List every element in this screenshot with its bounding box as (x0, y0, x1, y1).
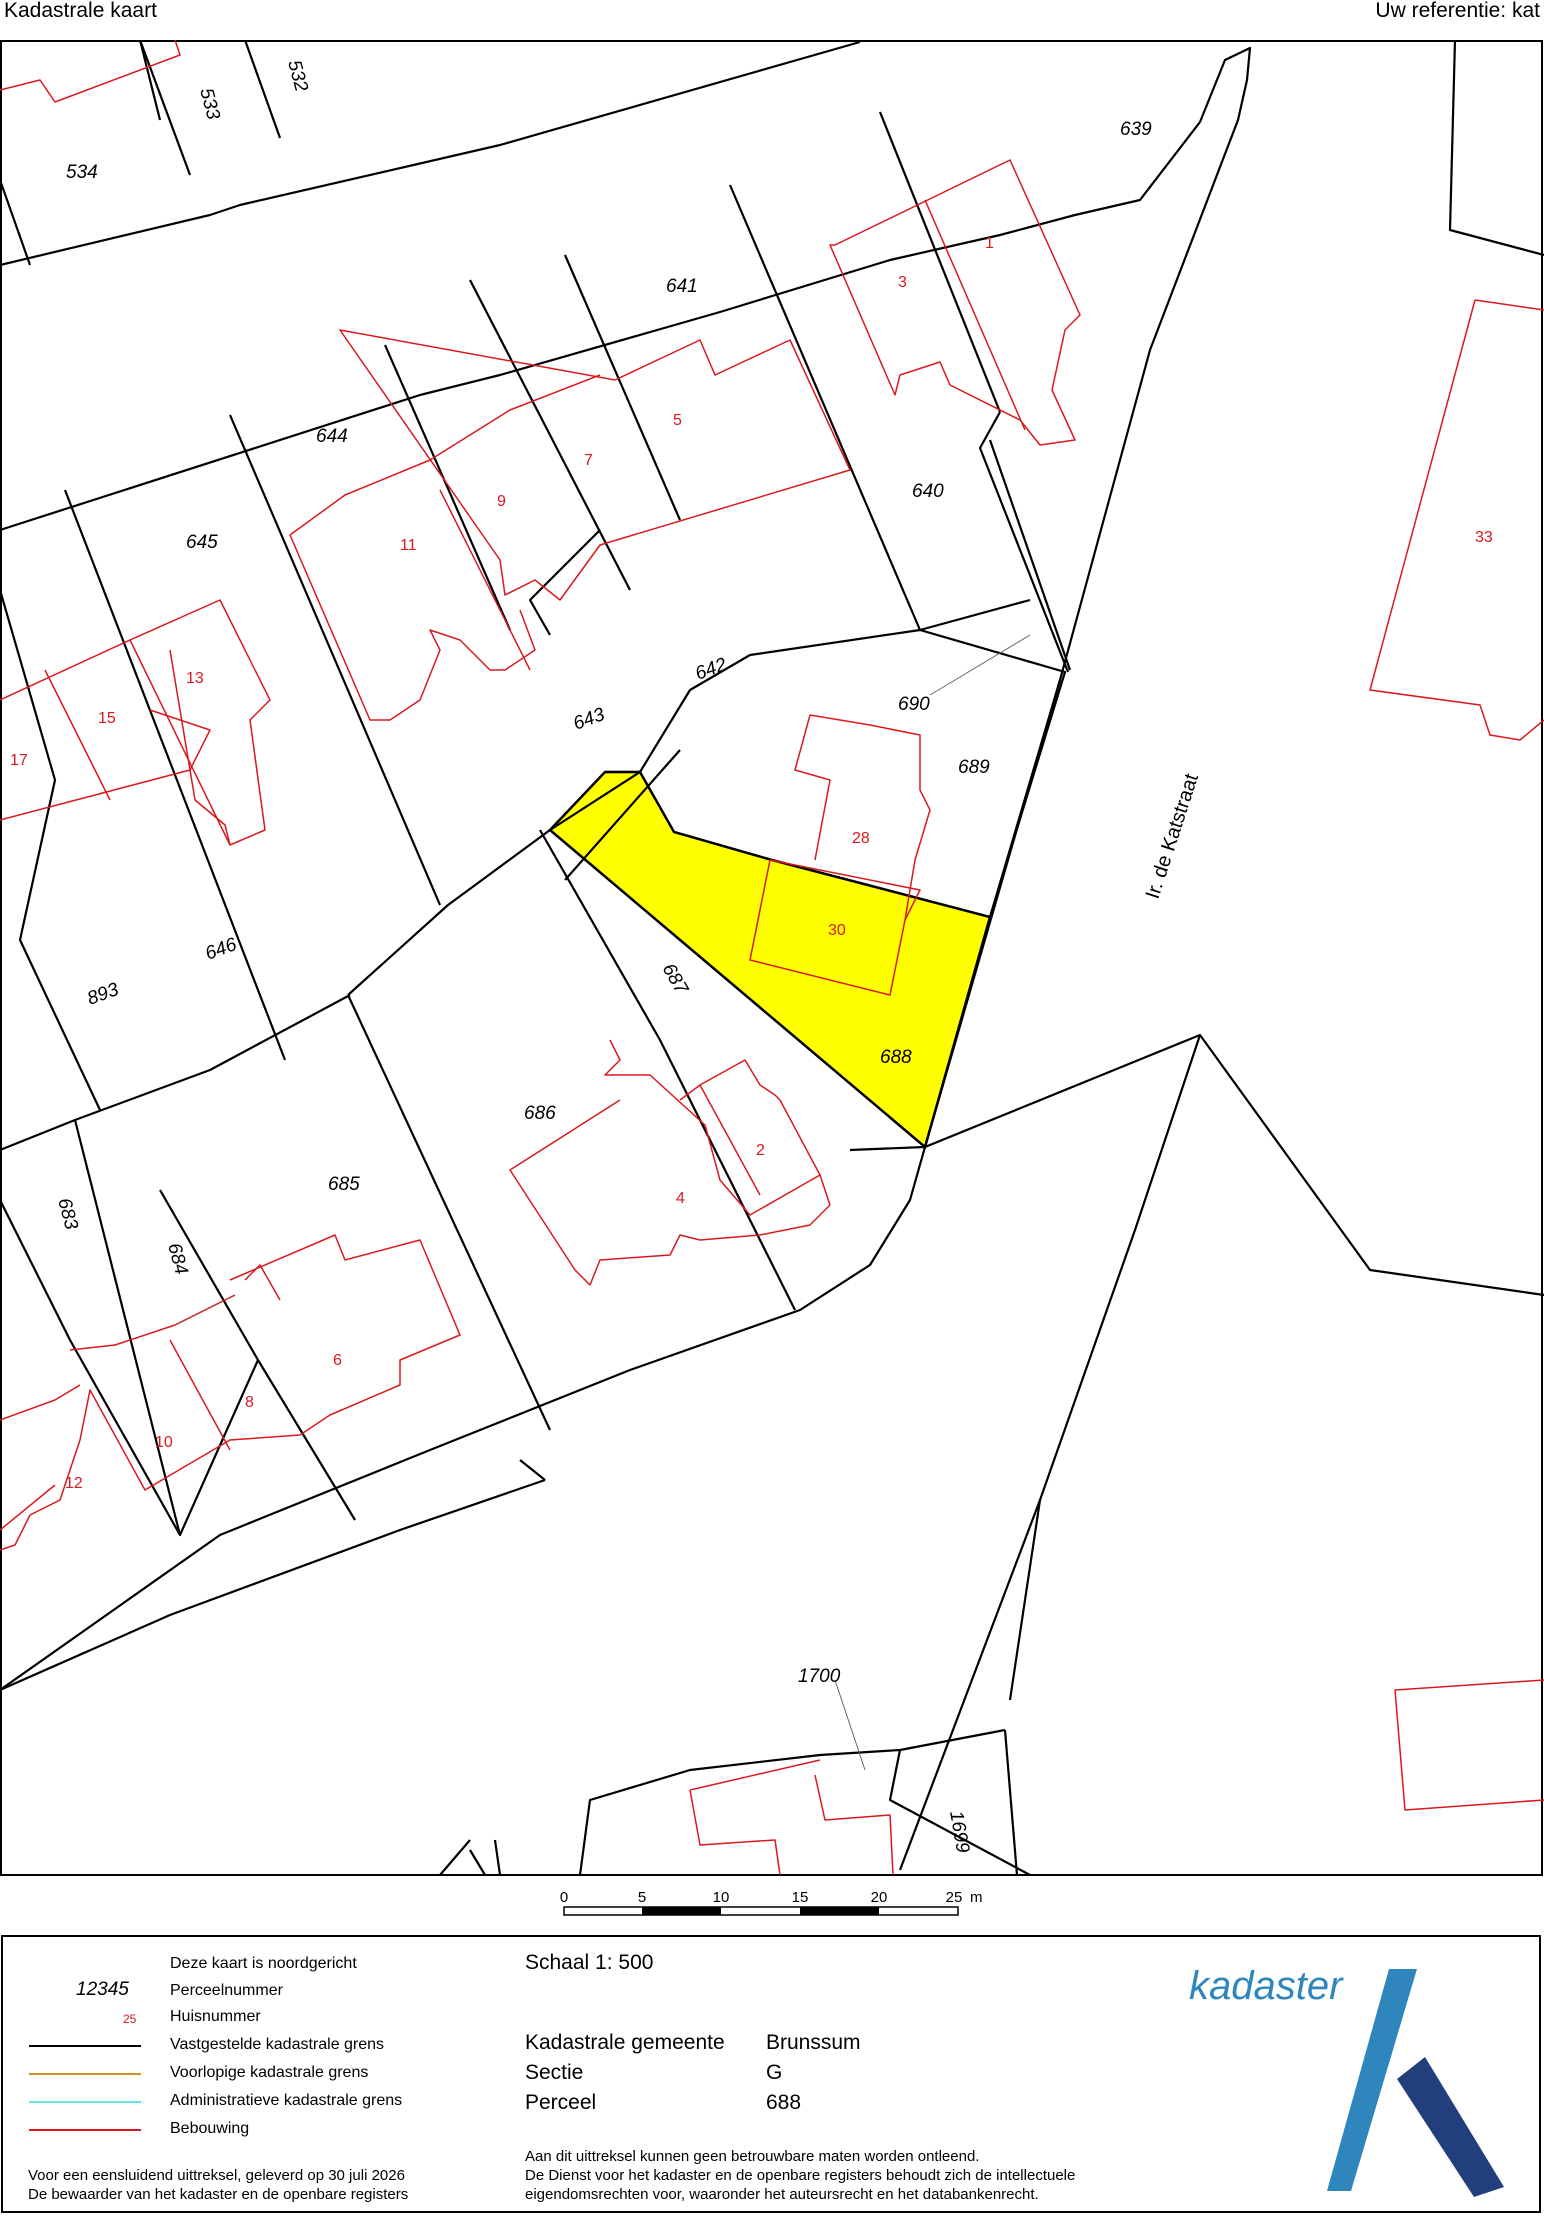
legend-admin-label: Administratieve kadastrale grens (170, 2092, 403, 2109)
logo-light-stroke (1327, 1969, 1417, 2191)
legend-building-label: Bebouwing (170, 2120, 250, 2137)
scale-tick-20: 20 (871, 1889, 888, 1906)
parcel-690: 690 (898, 694, 930, 715)
scale-text: Schaal 1: 500 (525, 1951, 654, 1974)
parcel-534: 534 (66, 162, 98, 183)
house-28: 28 (852, 830, 870, 847)
legend-fixed-label: Vastgestelde kadastrale grens (170, 2036, 385, 2053)
cadastral-map: 532 533 534 639 641 640 644 645 642 643 … (0, 40, 1544, 1876)
legend-building-line (29, 2129, 141, 2131)
footer-left-line-2: De bewaarder van het kadaster en de open… (28, 2186, 409, 2203)
parcel-boundaries (0, 40, 1544, 1876)
legend-provisional-label: Voorlopige kadastrale grens (170, 2064, 369, 2081)
scale-bar: 0 5 10 15 20 25 m (560, 1889, 983, 1916)
house-1: 1 (985, 235, 994, 252)
gemeente-value: Brunssum (766, 2031, 861, 2054)
house-3: 3 (898, 274, 907, 291)
sectie-value: G (766, 2061, 783, 2084)
house-12: 12 (65, 1475, 83, 1492)
house-9: 9 (497, 493, 506, 510)
scale-tick-15: 15 (792, 1889, 809, 1906)
legend-parcel-label: Perceelnummer (170, 1982, 283, 1999)
parcel-640: 640 (912, 481, 944, 502)
reference-text: Uw referentie: kat (1375, 0, 1540, 22)
house-30: 30 (828, 922, 846, 939)
scale-tick-25: 25 (946, 1889, 963, 1906)
logo-dark-stroke (1397, 2057, 1504, 2197)
kadaster-logo: kadaster (1189, 1964, 1504, 2197)
gemeente-label: Kadastrale gemeente (525, 2031, 725, 2054)
legend-provisional-line (29, 2073, 141, 2075)
perceel-label: Perceel (525, 2091, 597, 2114)
parcel-685: 685 (328, 1174, 360, 1195)
parcel-644: 644 (316, 426, 348, 447)
house-33: 33 (1475, 529, 1493, 546)
parcel-689: 689 (958, 757, 990, 778)
parcel-686: 686 (524, 1103, 556, 1124)
house-11: 11 (400, 537, 417, 554)
footer-left-line-1: Voor een eensluidend uittreksel, gelever… (28, 2167, 405, 2184)
legend-admin-line (29, 2101, 141, 2103)
house-10: 10 (155, 1434, 173, 1451)
parcel-641: 641 (666, 276, 698, 297)
house-7: 7 (584, 452, 593, 469)
scale-tick-5: 5 (638, 1889, 646, 1906)
house-8: 8 (245, 1394, 254, 1411)
footer-right-line-3: eigendomsrechten voor, waaronder het aut… (525, 2186, 1039, 2203)
legend-house-sample: 25 (123, 2012, 137, 2026)
house-2: 2 (756, 1142, 765, 1159)
map-title: Kadastrale kaart (4, 0, 157, 22)
sectie-label: Sectie (525, 2061, 584, 2084)
house-6: 6 (333, 1352, 342, 1369)
leader-lines (834, 634, 1031, 1771)
house-13: 13 (186, 670, 204, 687)
footer-right-line-1: Aan dit uittreksel kunnen geen betrouwba… (525, 2148, 980, 2165)
scale-tick-0: 0 (560, 1889, 568, 1906)
house-15: 15 (98, 710, 116, 727)
parcel-645: 645 (186, 532, 218, 553)
house-17: 17 (10, 752, 28, 769)
buildings (0, 40, 1544, 1876)
perceel-value: 688 (766, 2091, 802, 2114)
legend-parcel-sample: 12345 (76, 1979, 129, 2000)
scale-unit: m (970, 1889, 983, 1906)
legend-panel: Deze kaart is noordgericht 12345 Perceel… (1, 1935, 1541, 2213)
legend-house-label: Huisnummer (170, 2008, 261, 2025)
parcel-639: 639 (1120, 119, 1152, 140)
kadaster-logo-text: kadaster (1189, 1964, 1344, 2008)
parcel-688: 688 (880, 1047, 912, 1068)
footer-right-line-2: De Dienst voor het kadaster en de openba… (525, 2167, 1076, 2184)
house-4: 4 (676, 1190, 685, 1207)
house-5: 5 (673, 412, 682, 429)
parcel-1700: 1700 (798, 1666, 841, 1687)
legend-north: Deze kaart is noordgericht (170, 1955, 357, 1972)
scale-tick-10: 10 (713, 1889, 730, 1906)
house-number-labels: 1 3 5 7 9 11 13 15 17 28 30 2 4 6 8 10 1… (10, 235, 1493, 1492)
legend-fixed-line (29, 2045, 141, 2047)
